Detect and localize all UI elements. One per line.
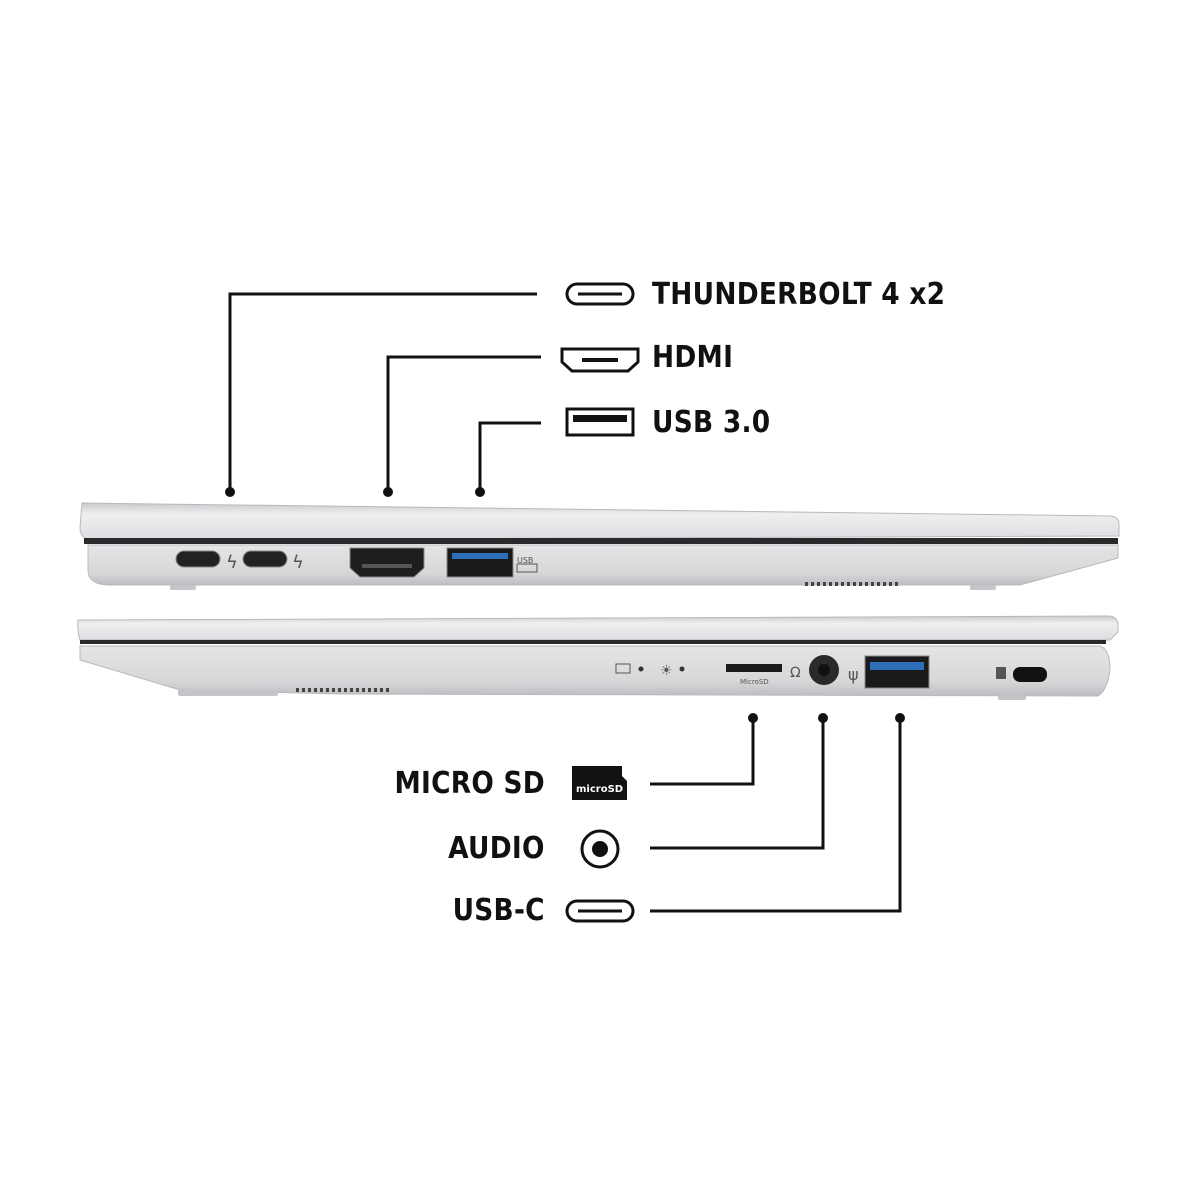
callout-line-usbc	[650, 718, 902, 913]
battery-charge-icon	[615, 663, 631, 674]
usb-symbol-icon: ψ	[848, 665, 859, 684]
callout-line-thunderbolt	[228, 292, 537, 492]
power-light-icon: ☀	[660, 663, 673, 679]
callout-line-microsd	[650, 718, 755, 786]
usb-c-port-icon	[565, 282, 635, 306]
label-usbc: USB-C	[452, 893, 545, 928]
thunderbolt-icon: ϟ	[226, 552, 238, 573]
usb-port-right	[864, 655, 930, 689]
usb-a-port-icon	[565, 407, 635, 437]
hdmi-port-icon	[560, 347, 640, 373]
callout-line-usb3	[478, 421, 541, 492]
usb-power-icon	[516, 563, 538, 573]
label-hdmi: HDMI	[652, 340, 734, 375]
usb3-port	[446, 547, 514, 578]
callout-dots	[225, 487, 905, 723]
power-led	[679, 666, 685, 672]
label-usb3: USB 3.0	[652, 405, 771, 440]
battery-led	[638, 666, 644, 672]
label-audio: AUDIO	[448, 831, 545, 866]
audio-jack-icon	[580, 829, 620, 869]
label-thunderbolt: THUNDERBOLT 4 x2	[652, 277, 946, 312]
headset-icon: Ω	[790, 665, 801, 681]
usb-marking: USB	[517, 556, 533, 565]
callout-lines	[228, 292, 902, 913]
svg-text:microSD: microSD	[576, 784, 623, 795]
label-microsd: MICRO SD	[394, 766, 545, 801]
thunderbolt-port-2	[242, 550, 288, 568]
usb-c-port-icon	[565, 899, 635, 923]
kensington-lock-slot	[1013, 667, 1047, 682]
callout-line-hdmi	[386, 355, 541, 492]
microsd-slot	[726, 664, 782, 672]
hdmi-port	[349, 547, 425, 578]
callout-line-audio	[650, 718, 825, 850]
thunderbolt-port-1	[175, 550, 221, 568]
laptop-left-side: ϟ ϟ USB	[79, 502, 1120, 590]
laptop-right-side: ☀ MicroSD Ω ψ	[77, 615, 1119, 700]
microsd-card-icon: microSD	[572, 766, 627, 800]
microsd-slot-label: MicroSD	[740, 678, 769, 686]
kensington-icon	[996, 667, 1006, 679]
thunderbolt-icon: ϟ	[292, 552, 304, 573]
